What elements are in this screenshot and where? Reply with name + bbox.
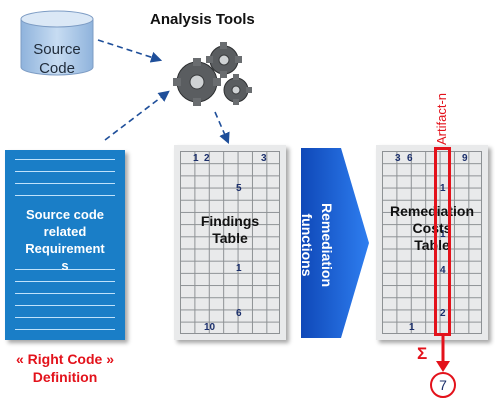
costs-cell: 9 <box>462 153 468 164</box>
costs-cell: 4 <box>440 265 446 276</box>
findings-cell: 2 <box>204 153 210 164</box>
findings-cell: 3 <box>261 153 267 164</box>
requirements-line3: Requirement <box>25 241 105 256</box>
arrow-requirements-to-tools <box>104 90 170 141</box>
requirements-line2: related <box>43 224 87 239</box>
analysis-tools-title: Analysis Tools <box>150 11 255 28</box>
total-circle: 7 <box>430 372 456 398</box>
cylinder-shape <box>20 10 94 76</box>
findings-table-panel: 1 2 3 5 1 6 10 Findings Table <box>174 145 286 340</box>
total-value: 7 <box>439 377 447 393</box>
findings-cell: 1 <box>193 153 199 164</box>
remediation-functions-text: Remediation functions <box>299 202 335 287</box>
findings-line2: Table <box>212 230 248 246</box>
arrow-source-to-tools <box>97 39 163 63</box>
artifact-column-highlight <box>434 147 451 336</box>
arrow-tools-to-findings <box>214 111 230 145</box>
costs-table-panel: 3 6 9 1 1 4 2 1 Remediation Costs Table <box>376 145 488 340</box>
requirements-line4: s <box>61 258 69 273</box>
artifact-n-text: Artifact-n <box>434 93 449 146</box>
source-code-cylinder: Source Code <box>19 10 95 78</box>
gears-icon <box>173 42 252 106</box>
caption-line1: « Right Code » <box>15 351 114 367</box>
findings-line1: Findings <box>200 213 260 229</box>
source-code-label: Source Code <box>19 40 95 78</box>
costs-grid <box>382 151 482 334</box>
costs-cell: 1 <box>409 322 415 333</box>
findings-cell: 6 <box>236 308 242 319</box>
caption-line2: Definition <box>32 369 98 385</box>
findings-cell: 10 <box>204 322 216 333</box>
dashed-arrows <box>97 39 230 145</box>
remediation-functions-label: Remediation functions <box>299 180 337 310</box>
remediation-arrow <box>301 148 369 338</box>
costs-label: Remediation Costs Table <box>382 203 482 254</box>
costs-cell: 3 <box>395 153 401 164</box>
costs-cell: 1 <box>440 229 446 240</box>
source-code-line1: Source <box>33 41 81 58</box>
costs-line3: Table <box>414 237 450 253</box>
sigma-symbol: Σ <box>417 344 428 363</box>
right-code-definition-caption: « Right Code » Definition <box>5 350 125 386</box>
costs-cell: 6 <box>407 153 413 164</box>
costs-line2: Costs <box>412 220 452 236</box>
costs-line1: Remediation <box>389 203 474 219</box>
requirements-block: Source code related Requirement s <box>5 150 125 340</box>
requirements-label: Source code related Requirement s <box>5 206 125 274</box>
sum-arrow <box>436 334 450 372</box>
findings-grid <box>180 151 280 334</box>
findings-cell: 5 <box>236 183 242 194</box>
findings-label: Findings Table <box>180 213 280 247</box>
costs-cell: 2 <box>440 308 446 319</box>
costs-cell: 1 <box>440 183 446 194</box>
findings-cell: 1 <box>236 263 242 274</box>
requirements-line1: Source code <box>25 207 105 222</box>
source-code-line2: Code <box>39 60 75 77</box>
artifact-n-label: Artifact-n <box>433 84 451 154</box>
